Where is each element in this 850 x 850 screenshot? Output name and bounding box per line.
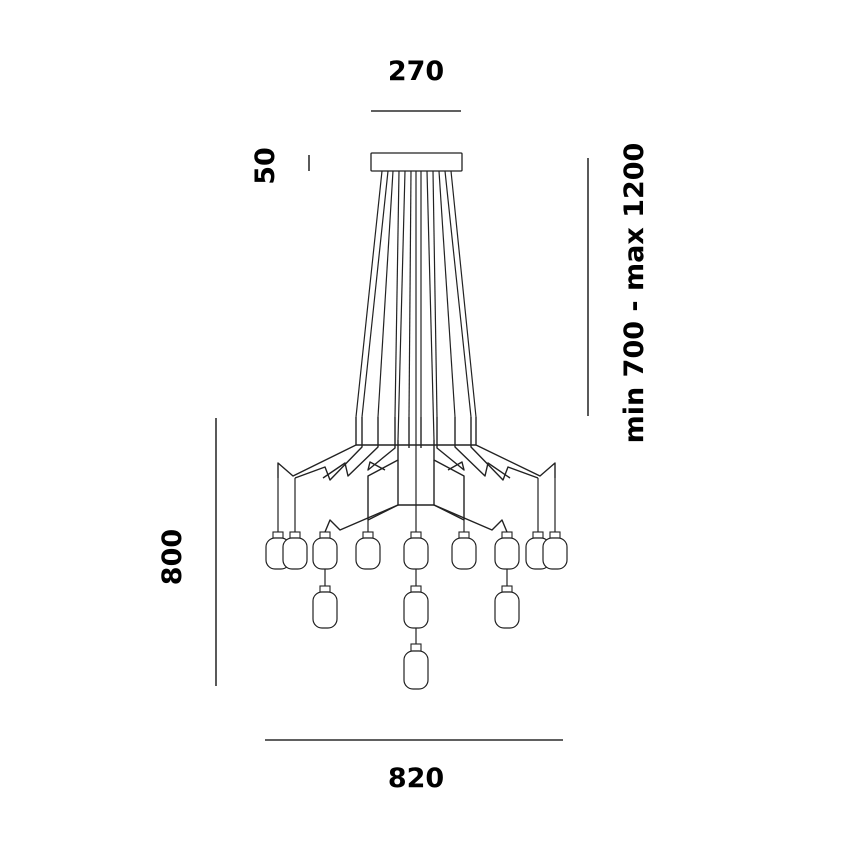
shade-socket <box>501 585 513 593</box>
glass-shade <box>403 650 429 690</box>
shade-socket <box>272 531 284 539</box>
cable <box>432 170 438 418</box>
ceiling-canopy <box>370 152 463 172</box>
fixture-height-dimension: 800 <box>157 418 217 686</box>
cable <box>426 170 435 441</box>
cable <box>438 170 456 418</box>
cable <box>355 170 383 418</box>
shade-socket <box>319 585 331 593</box>
arm <box>367 504 399 521</box>
cable <box>377 170 394 418</box>
glass-shade <box>494 537 520 570</box>
cable <box>361 170 389 418</box>
arm <box>470 417 539 481</box>
cable <box>444 170 472 418</box>
glass-shade <box>355 537 381 570</box>
fixture-width-label: 820 <box>388 763 444 794</box>
cable <box>397 170 406 441</box>
shade-socket <box>549 531 561 539</box>
shade-row-lower <box>403 643 429 690</box>
fixture-height-label: 800 <box>157 529 188 585</box>
glass-shade <box>312 537 338 570</box>
shade-socket <box>319 531 331 539</box>
suspension-length-dimension: min 700 - max 1200 <box>587 143 650 444</box>
cable <box>394 170 400 418</box>
arm <box>324 460 399 533</box>
glass-shade <box>542 537 568 570</box>
canopy-height-dimension: 50 <box>250 147 310 185</box>
arm <box>367 417 396 471</box>
cable <box>450 170 477 418</box>
arm <box>367 440 399 520</box>
arm <box>294 417 363 481</box>
suspension-cables <box>355 170 477 445</box>
shade-socket <box>410 531 422 539</box>
fixture-width-dimension: 820 <box>265 739 563 794</box>
shade-row-upper <box>265 531 568 570</box>
arm <box>475 417 556 478</box>
glass-shade <box>312 591 338 629</box>
cable <box>408 170 412 418</box>
shade-socket <box>458 531 470 539</box>
shade-row-middle <box>312 585 520 629</box>
shade-socket <box>289 531 301 539</box>
arm <box>433 504 465 521</box>
arm <box>433 460 508 533</box>
canopy-height-label: 50 <box>250 147 281 185</box>
shade-socket <box>532 531 544 539</box>
canopy-width-label: 270 <box>388 56 444 87</box>
arm <box>433 440 465 520</box>
arm <box>277 417 357 478</box>
arm <box>454 417 511 479</box>
glass-shade <box>403 537 429 570</box>
glass-shade <box>494 591 520 629</box>
glass-shade <box>282 537 308 570</box>
glass-shade <box>451 537 477 570</box>
glass-shade <box>403 591 429 629</box>
shade-socket <box>410 585 422 593</box>
suspension-length-label: min 700 - max 1200 <box>619 143 650 444</box>
drop-cables <box>277 445 556 644</box>
shade-socket <box>362 531 374 539</box>
shade-socket <box>501 531 513 539</box>
shade-socket <box>410 643 422 652</box>
arm <box>436 417 465 471</box>
lower-arm-frame <box>324 460 508 533</box>
canopy-width-dimension: 270 <box>371 56 461 112</box>
arm <box>322 417 379 479</box>
